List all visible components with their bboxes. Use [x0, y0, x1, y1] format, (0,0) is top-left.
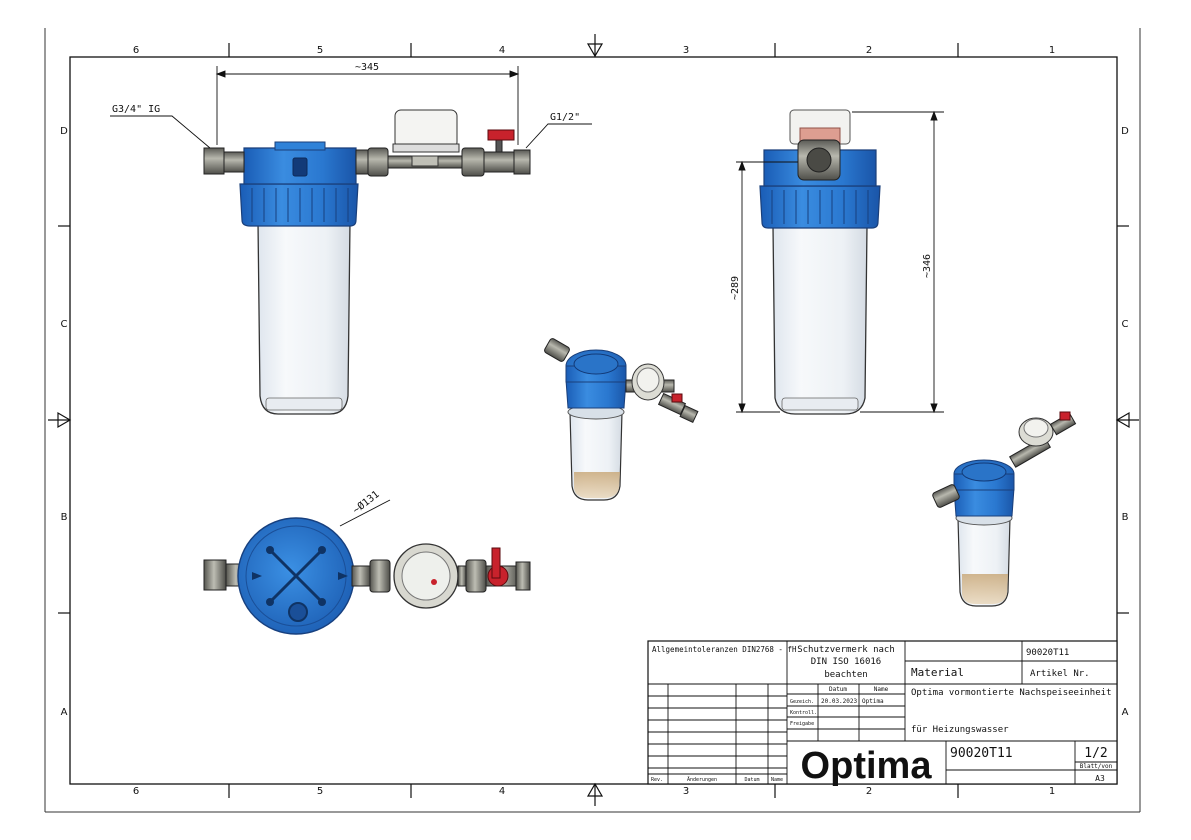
grid-col-2-bottom: 2: [866, 786, 872, 797]
tb-protection-2: DIN ISO 16016: [811, 657, 881, 667]
grid-row-b-right: B: [1122, 512, 1129, 523]
grid-labels: 6 5 4 3 2 1 6 5 4 3 2 1 D C B A D C B A: [60, 45, 1129, 797]
tb-article-label: Artikel Nr.: [1030, 669, 1090, 679]
grid-row-a-left: A: [61, 707, 68, 718]
tb-sheet-number: 1/2: [1084, 746, 1107, 761]
dim-inlet-thread: G3/4" IG: [112, 104, 160, 115]
tb-col-datum: Datum: [829, 686, 847, 693]
dim-outlet-thread: G1/2": [550, 112, 580, 123]
sheet-frame: [44, 28, 1141, 813]
grid-col-2-top: 2: [866, 45, 872, 56]
side-view: ~289 ~346: [730, 109, 944, 415]
grid-row-d-left: D: [60, 126, 68, 137]
tb-protection-1: Schutzvermerk nach: [797, 645, 895, 655]
top-view: ~Ø131: [203, 488, 531, 635]
grid-row-c-right: C: [1122, 319, 1129, 330]
tb-material-label: Material: [911, 666, 964, 679]
tb-drawing-number: 90020T11: [950, 746, 1013, 761]
dim-length: ~345: [355, 62, 379, 73]
tb-row-freigabe: Freigabe: [790, 721, 814, 727]
grid-col-4-bottom: 4: [499, 786, 505, 797]
title-block: Allgemeintoleranzen DIN2768 - fH Schutzv…: [647, 640, 1118, 787]
grid-col-6-top: 6: [133, 45, 139, 56]
grid-col-5-top: 5: [317, 45, 323, 56]
grid-col-1-top: 1: [1049, 45, 1055, 56]
tb-sheet-label: Blatt/von: [1080, 763, 1113, 770]
dim-height-total: ~346: [922, 254, 933, 278]
grid-row-c-left: C: [61, 319, 68, 330]
tb-name-label: Name: [771, 777, 783, 783]
grid-col-1-bottom: 1: [1049, 786, 1055, 797]
tb-col-name: Name: [874, 686, 889, 693]
tb-date-value: 20.03.2023: [821, 698, 858, 705]
tb-tolerances: Allgemeintoleranzen DIN2768 - fH: [652, 645, 797, 654]
tb-row-gezeichnet: Gezeich.: [790, 699, 814, 705]
tb-row-kontroll: Kontroll.: [790, 710, 817, 716]
grid-col-4-top: 4: [499, 45, 505, 56]
tb-datum-label: Datum: [744, 777, 759, 783]
isometric-view-left: [544, 338, 699, 501]
tb-description-2: für Heizungswasser: [911, 725, 1009, 735]
isometric-view-right: [932, 411, 1077, 607]
tb-rev-label: Rev.: [651, 777, 663, 783]
grid-row-d-right: D: [1121, 126, 1129, 137]
grid-col-3-top: 3: [683, 45, 689, 56]
grid-row-a-right: A: [1122, 707, 1129, 718]
grid-col-3-bottom: 3: [683, 786, 689, 797]
tb-description-1: Optima vormontierte Nachspeiseeinheit: [911, 688, 1111, 698]
tb-format: A3: [1095, 774, 1105, 783]
grid-col-5-bottom: 5: [317, 786, 323, 797]
tb-article-number-top: 90020T11: [1026, 648, 1069, 658]
tb-name-value: Optima: [862, 698, 884, 705]
grid-col-6-bottom: 6: [133, 786, 139, 797]
tb-logo: Optima: [801, 745, 933, 787]
tb-protection-3: beachten: [824, 670, 867, 680]
front-view: ~345 G3/4" IG G1/2": [110, 62, 592, 415]
grid-row-b-left: B: [61, 512, 68, 523]
tb-changes-label: Änderungen: [687, 776, 717, 783]
dim-height-housing: ~289: [730, 276, 741, 300]
